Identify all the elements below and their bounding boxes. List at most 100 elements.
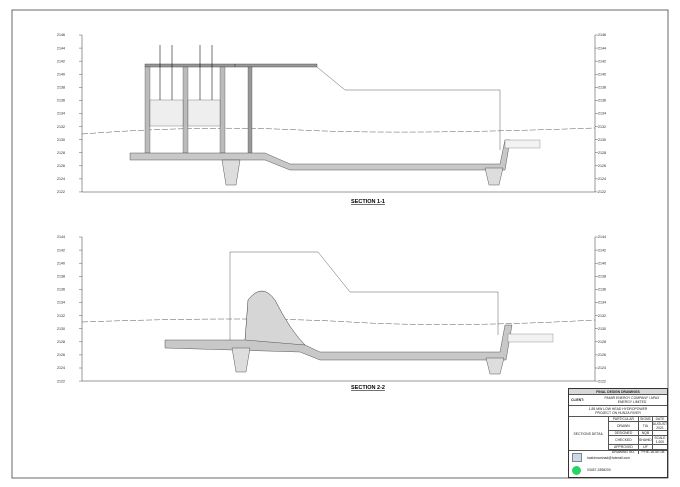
drawing-no: P.HE-18-SE-08	[641, 450, 665, 454]
elevation-label: 2136	[57, 99, 65, 103]
elevation-label: 2140	[57, 261, 65, 265]
elevation-label: 2144	[598, 46, 606, 50]
drawing-title: SECTIONS DETAIL	[569, 417, 609, 450]
elevation-label: 2132	[598, 314, 606, 318]
elevation-label: 2124	[57, 366, 65, 370]
ground-line	[81, 318, 596, 325]
breast-wall	[247, 66, 253, 158]
elevation-label: 2142	[598, 59, 606, 63]
elevation-label: 2128	[598, 151, 606, 155]
elevation-label: 2126	[57, 164, 65, 168]
elevation-label: 2136	[57, 288, 65, 292]
drawing-no-label: DRAWING NO.	[609, 450, 639, 454]
wall-outline	[229, 251, 499, 340]
ogee-weir	[244, 290, 306, 346]
riprap	[504, 139, 541, 149]
elevation-label: 2134	[598, 112, 606, 116]
whatsapp-icon	[572, 465, 581, 475]
cutoff-wall	[231, 347, 251, 373]
elevation-label: 2130	[598, 138, 606, 142]
row-sign: SHAHID	[639, 436, 653, 444]
section-2-2: 2144 2144 2142 2142 2140 2140 2138 2138 2136 2136…	[57, 235, 606, 391]
date-value: AUGUST 2021	[652, 422, 668, 430]
client-name: PAMIR ENERGY COMPANY / APAX ENERGY LIMIT…	[604, 396, 660, 404]
elevation-label: 2138	[57, 275, 65, 279]
elevation-label: 2140	[598, 261, 606, 265]
elevation-label: 2130	[57, 138, 65, 142]
elevation-label: 2138	[57, 86, 65, 90]
floor-slab	[164, 324, 513, 361]
elevation-label: 2144	[57, 46, 65, 50]
elevation-label: 2138	[598, 275, 606, 279]
elevation-label: 2126	[598, 164, 606, 168]
elevation-label: 2130	[598, 327, 606, 331]
elevation-label: 2128	[57, 340, 65, 344]
elevation-label: 2124	[598, 177, 606, 181]
table-header: SIGNS	[639, 417, 653, 421]
elevation-label: 2132	[57, 314, 65, 318]
pier	[219, 66, 226, 154]
phone-text: 03457-2898200	[587, 468, 611, 472]
elevation-label: 2122	[57, 190, 65, 194]
gate-panel	[149, 99, 184, 127]
elevation-label: 2144	[598, 235, 606, 239]
elevation-label: 2142	[57, 59, 65, 63]
title-block-header: FINAL DESIGN DRAWINGS	[569, 389, 667, 395]
box-wall-top	[234, 63, 318, 68]
elevation-label: 2146	[57, 33, 65, 37]
side-wall-outline	[316, 66, 501, 150]
elevation-label: 2122	[57, 379, 65, 383]
client-label: CLIENT:	[571, 398, 584, 402]
elevation-label: 2132	[57, 125, 65, 129]
table-header: PARTICULAR	[609, 417, 639, 421]
elevation-label: 2126	[57, 353, 65, 357]
elevation-label: 2124	[598, 366, 606, 370]
row-sign: UF	[639, 445, 653, 449]
riprap	[507, 333, 554, 343]
table-header: DATE	[655, 417, 665, 421]
pier	[144, 66, 151, 154]
section-title: SECTION 1-1	[351, 199, 385, 205]
elevation-label: 2138	[598, 86, 606, 90]
section-title: SECTION 2-2	[351, 385, 385, 391]
elevation-label: 2124	[57, 177, 65, 181]
email-icon	[572, 453, 582, 462]
elevation-label: 2144	[57, 235, 65, 239]
row-label: APPROVED	[609, 445, 639, 449]
gate-panel	[187, 99, 221, 127]
elevation-label: 2128	[57, 151, 65, 155]
cutoff-wall	[484, 167, 504, 186]
pier	[182, 66, 189, 154]
elevation-label: 2136	[598, 288, 606, 292]
elevation-label: 2134	[57, 112, 65, 116]
elevation-label: 2140	[598, 72, 606, 76]
ground-line	[81, 127, 596, 135]
section-1-1: 2146 2146 2144 2144 2142 2142 2140 2140 2138 2138…	[57, 33, 606, 205]
deck-slab	[144, 63, 236, 68]
elevation-label: 2128	[598, 340, 606, 344]
title-block: FINAL DESIGN DRAWINGS CLIENT: PAMIR ENER…	[568, 388, 668, 478]
elevation-label: 2142	[57, 248, 65, 252]
elevation-label: 2140	[57, 72, 65, 76]
elevation-label: 2122	[598, 379, 606, 383]
row-sign: TIA	[639, 422, 653, 430]
elevation-label: 2136	[598, 99, 606, 103]
row-label: DRAWN	[609, 422, 639, 430]
email-text: hashimarshad@hotmail.com	[587, 455, 631, 460]
elevation-label: 2142	[598, 248, 606, 252]
project-name: 1.85 MW LOW HEAD HYDROPOWER PROJECT ON H…	[569, 406, 667, 417]
elevation-label: 2132	[598, 125, 606, 129]
row-label: CHECKED	[609, 436, 639, 444]
sheet-border	[11, 9, 669, 479]
elevation-label: 2130	[57, 327, 65, 331]
elevation-label: 2134	[598, 301, 606, 305]
elevation-label: 2146	[598, 33, 606, 37]
cutoff-wall	[221, 159, 241, 186]
scale-value: SCALE 1:200	[654, 436, 666, 444]
row-sign: NQB	[639, 431, 653, 435]
elevation-label: 2134	[57, 301, 65, 305]
cutoff-wall	[485, 357, 505, 375]
row-label: DESIGNED	[609, 431, 639, 435]
elevation-label: 2126	[598, 353, 606, 357]
